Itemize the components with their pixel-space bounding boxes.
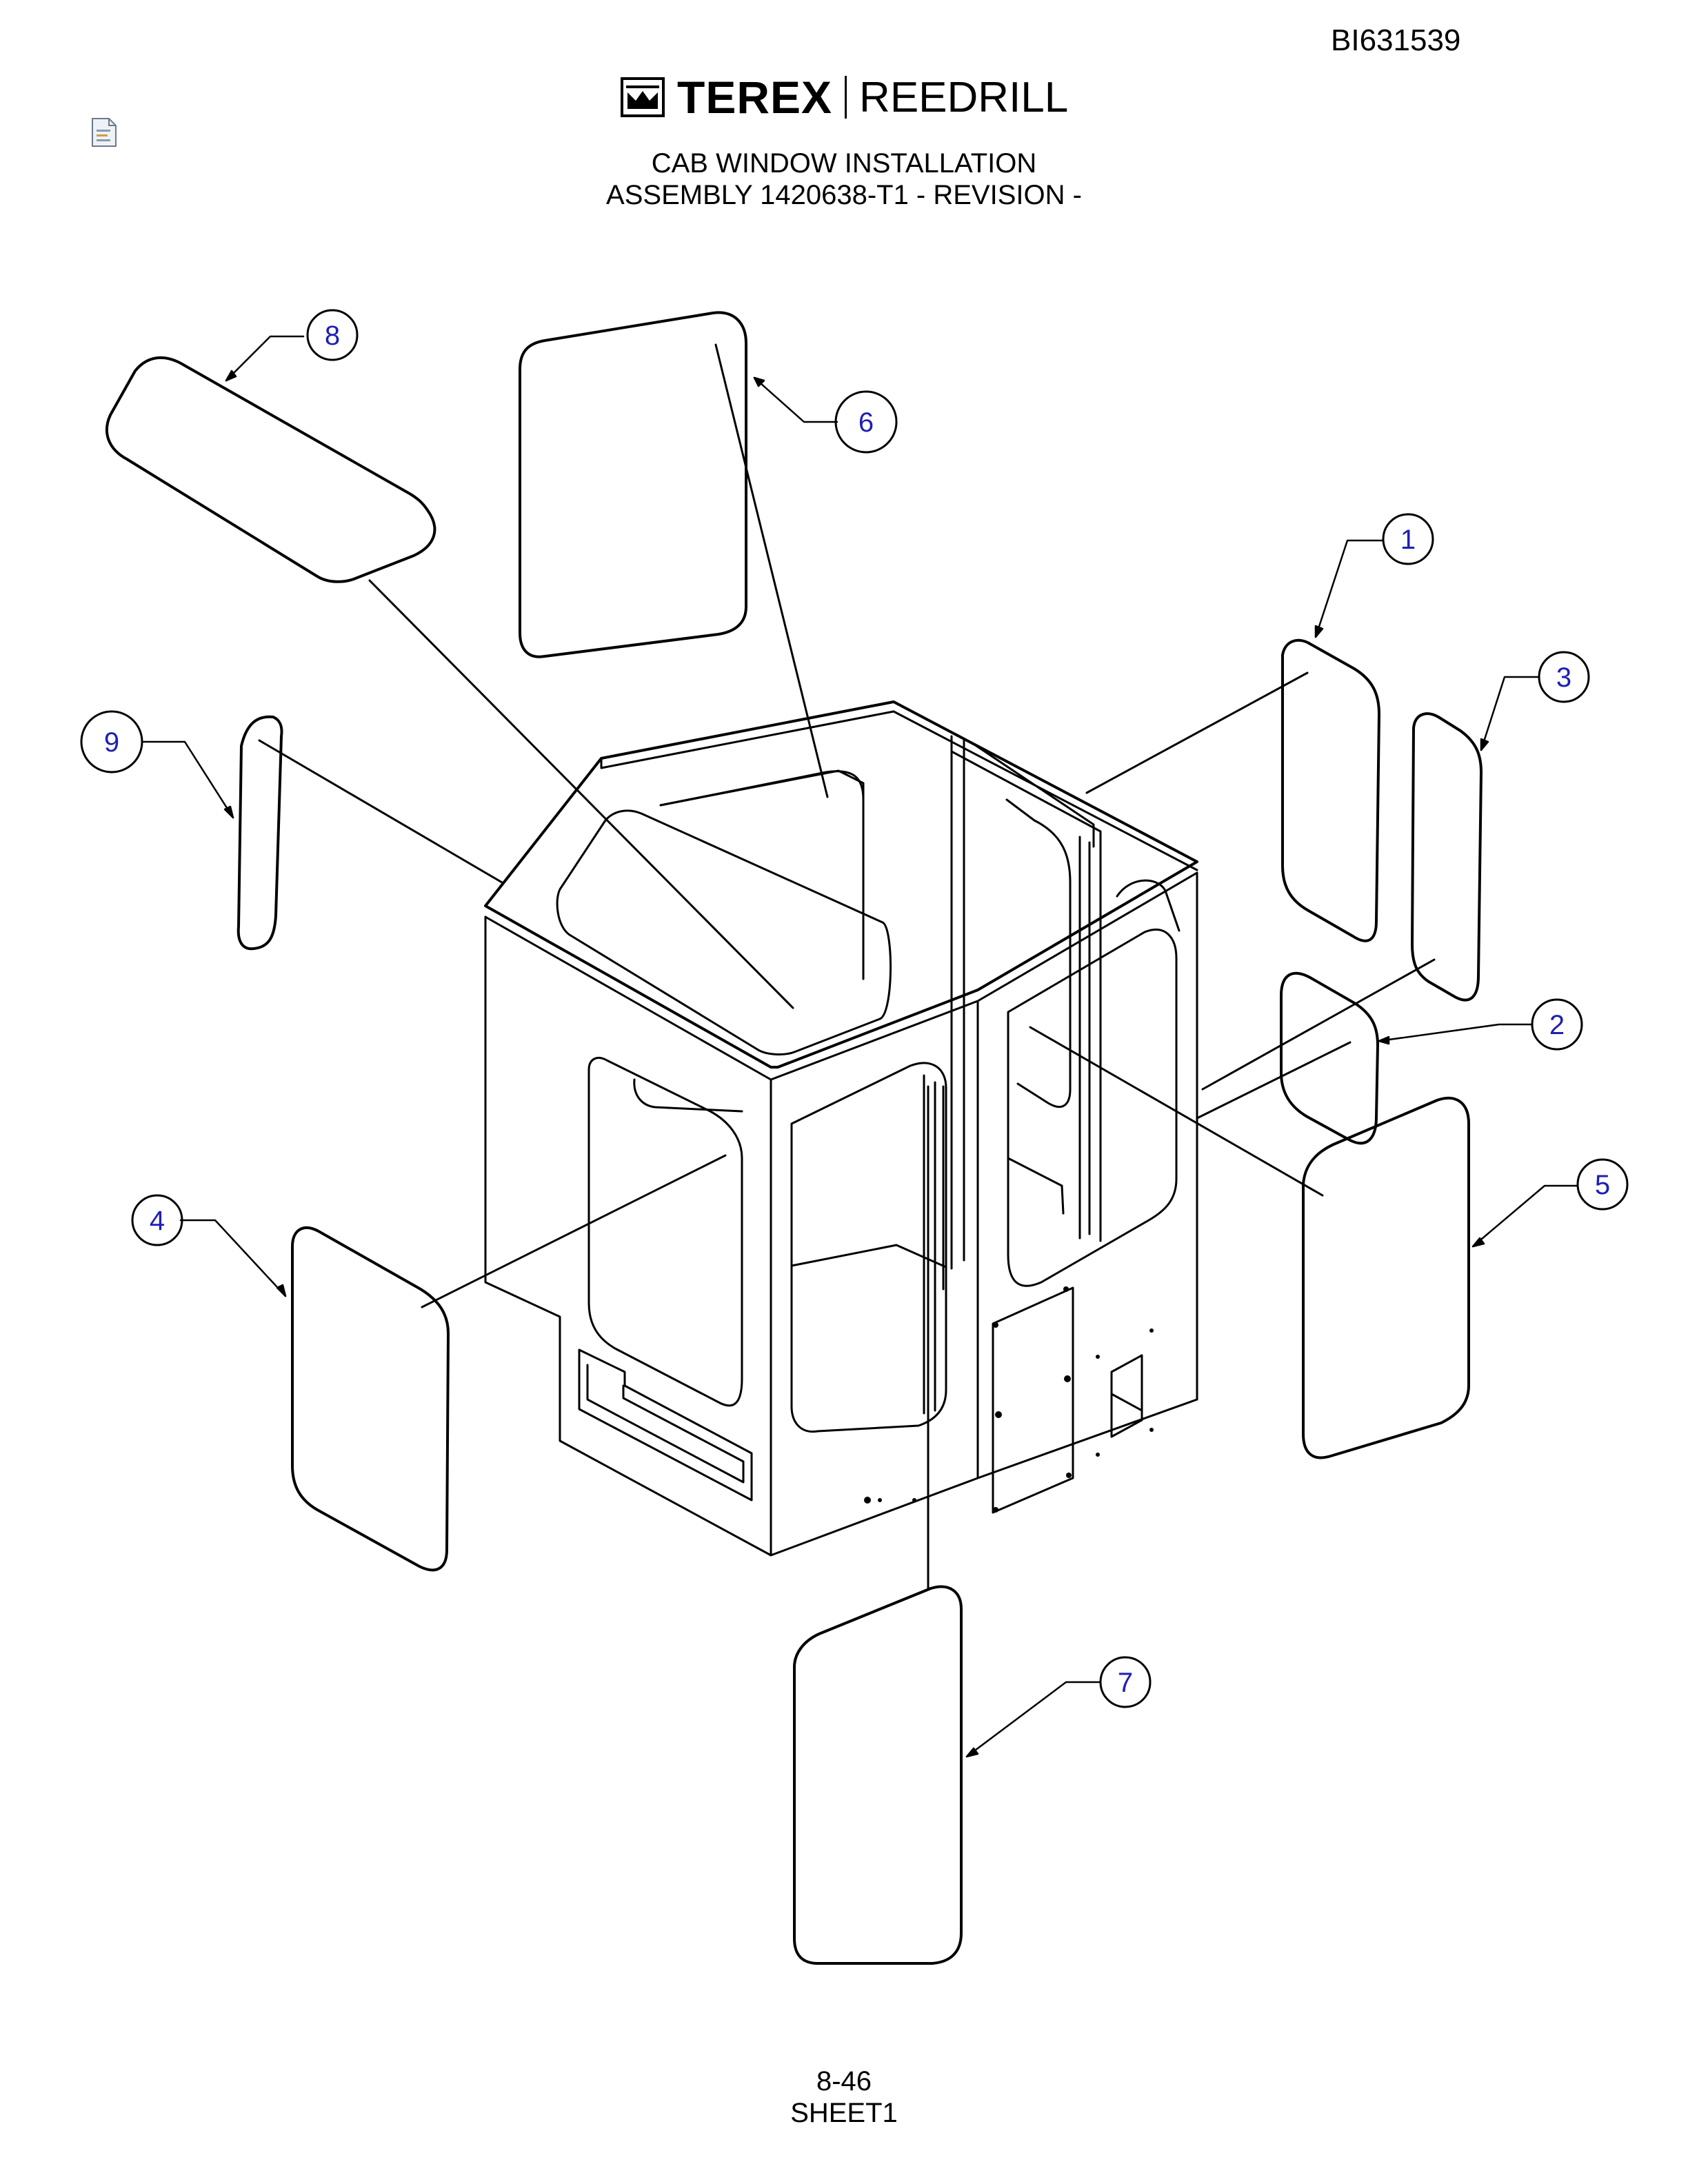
callout-5-circle <box>1576 1158 1629 1211</box>
callout-3-circle <box>1538 651 1590 703</box>
callout-5: 5 <box>1595 1170 1610 1200</box>
window-panel-5 <box>1302 1096 1470 1459</box>
assembly-leader-lines <box>258 343 1436 1590</box>
window-panel-6 <box>519 311 747 658</box>
brand-header: TEREX REEDRILL <box>621 72 1069 123</box>
brand-division: REEDRILL <box>859 73 1069 121</box>
title-line-2: ASSEMBLY 1420638-T1 - REVISION - <box>606 180 1082 210</box>
window-panel-4 <box>291 1226 450 1572</box>
callout-1-circle <box>1382 513 1434 565</box>
document-id: BI631539 <box>1331 23 1461 57</box>
brand-separator <box>845 76 847 119</box>
brand-name: TEREX <box>677 72 833 123</box>
window-panel-2 <box>1280 971 1379 1145</box>
drawing-title: CAB WINDOW INSTALLATION ASSEMBLY 1420638… <box>0 148 1688 211</box>
callout-3: 3 <box>1556 663 1571 693</box>
cab-frame <box>484 700 1198 1557</box>
window-panel-3 <box>1411 712 1483 1002</box>
callout-8-circle <box>306 309 359 361</box>
callout-leaders <box>141 335 1579 1758</box>
page-number: 8-46 <box>816 2066 872 2096</box>
callout-7-circle <box>1099 1656 1152 1708</box>
callout-4: 4 <box>150 1206 165 1236</box>
title-line-1: CAB WINDOW INSTALLATION <box>651 148 1037 179</box>
callout-4-circle <box>131 1194 183 1246</box>
callout-8: 8 <box>325 321 340 351</box>
callout-9: 9 <box>104 727 119 758</box>
callout-6-circle <box>834 390 898 454</box>
callout-bubbles <box>80 309 1629 1708</box>
window-panel-7 <box>793 1585 963 1965</box>
document-icon[interactable] <box>91 117 117 148</box>
terex-logo-icon <box>621 77 665 117</box>
callout-1: 1 <box>1400 525 1416 555</box>
callout-2-circle <box>1531 998 1583 1051</box>
callout-6: 6 <box>858 407 874 438</box>
window-panels <box>105 311 1483 1965</box>
page-footer: 8-46 SHEET1 <box>0 2065 1688 2129</box>
callout-2: 2 <box>1549 1010 1565 1040</box>
callout-7: 7 <box>1118 1668 1133 1698</box>
window-panel-9 <box>237 715 283 951</box>
window-panel-8 <box>105 356 436 583</box>
callout-9-circle <box>80 710 143 774</box>
sheet-label: SHEET1 <box>790 2098 898 2128</box>
window-panel-1 <box>1281 638 1380 942</box>
callout-numbers: 8 6 1 3 9 2 5 4 7 <box>104 321 1610 1698</box>
